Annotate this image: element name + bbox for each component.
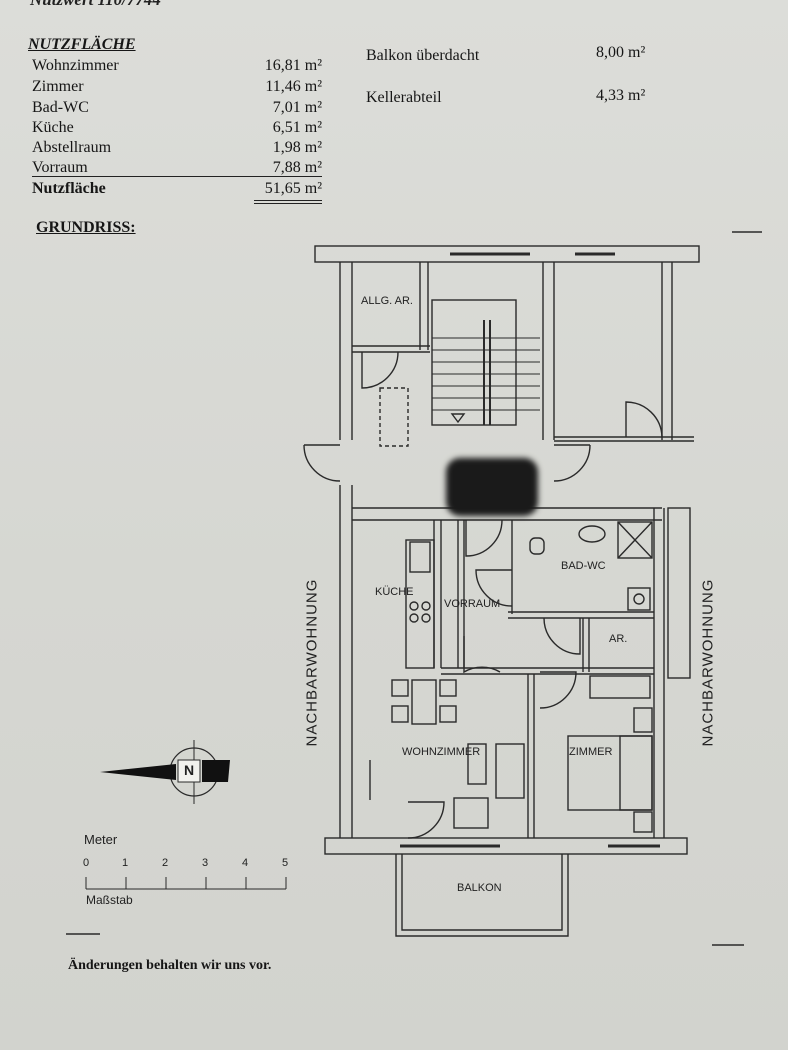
area-label-bad-wc: Bad-WC bbox=[32, 99, 89, 116]
grundriss-title: GRUNDRISS: bbox=[36, 219, 136, 236]
area-value-bad-wc: 7,01 m² bbox=[272, 99, 322, 116]
neighbor-label-left: NACHBARWOHNUNG bbox=[303, 578, 321, 747]
scale-tick-3: 3 bbox=[202, 857, 209, 869]
redacted-area bbox=[446, 458, 538, 516]
room-label-allg-ar: ALLG. AR. bbox=[361, 295, 413, 307]
room-label-zimmer: ZIMMER bbox=[569, 746, 613, 758]
neighbor-label-right: NACHBARWOHNUNG bbox=[699, 578, 717, 747]
compass-north-label: N bbox=[184, 762, 195, 778]
compass-icon bbox=[100, 740, 230, 804]
scale-tick-2: 2 bbox=[162, 857, 169, 869]
area-label-zimmer: Zimmer bbox=[32, 78, 84, 95]
scale-tick-5: 5 bbox=[282, 857, 289, 869]
area-label-total: Nutzfläche bbox=[32, 180, 106, 197]
scale-bar bbox=[85, 877, 287, 890]
area-value-wohnzimmer: 16,81 m² bbox=[264, 57, 322, 74]
room-label-vorraum: VORRAUM bbox=[444, 598, 501, 610]
extra-value-kellerabteil: 4,33 m² bbox=[596, 87, 646, 104]
area-label-kueche: Küche bbox=[32, 119, 74, 136]
header-fragment: Nutzwert 110/7744 bbox=[30, 0, 161, 10]
area-value-kueche: 6,51 m² bbox=[272, 119, 322, 136]
area-value-vorraum: 7,88 m² bbox=[272, 159, 322, 176]
room-label-bad-wc: BAD-WC bbox=[561, 560, 606, 572]
scale-tick-4: 4 bbox=[242, 857, 249, 869]
scale-name: Maßstab bbox=[86, 893, 133, 907]
area-label-wohnzimmer: Wohnzimmer bbox=[32, 57, 119, 74]
room-label-wohnzimmer: WOHNZIMMER bbox=[402, 746, 481, 758]
area-label-abstellraum: Abstellraum bbox=[32, 139, 112, 156]
area-value-abstellraum: 1,98 m² bbox=[272, 139, 322, 156]
room-label-ar: AR. bbox=[609, 633, 628, 645]
top-building-edge bbox=[314, 245, 700, 263]
extra-label-balkon: Balkon überdacht bbox=[366, 47, 480, 64]
room-label-balkon: BALKON bbox=[457, 882, 502, 894]
area-label-vorraum: Vorraum bbox=[32, 159, 88, 176]
scale-title: Meter bbox=[84, 832, 118, 847]
total-double-underline-1 bbox=[254, 200, 322, 201]
scale-tick-1: 1 bbox=[122, 857, 129, 869]
area-value-total: 51,65 m² bbox=[264, 180, 322, 197]
nutzflaeche-title: NUTZFLÄCHE bbox=[28, 36, 136, 53]
extra-label-kellerabteil: Kellerabteil bbox=[366, 89, 442, 106]
extra-value-balkon: 8,00 m² bbox=[596, 44, 646, 61]
scale-tick-0: 0 bbox=[83, 857, 90, 869]
footer-note: Änderungen behalten wir uns vor. bbox=[68, 958, 272, 973]
room-label-kueche: KÜCHE bbox=[375, 586, 414, 598]
area-value-zimmer: 11,46 m² bbox=[265, 78, 322, 95]
total-double-underline-2 bbox=[254, 203, 322, 204]
sum-line bbox=[32, 176, 322, 177]
